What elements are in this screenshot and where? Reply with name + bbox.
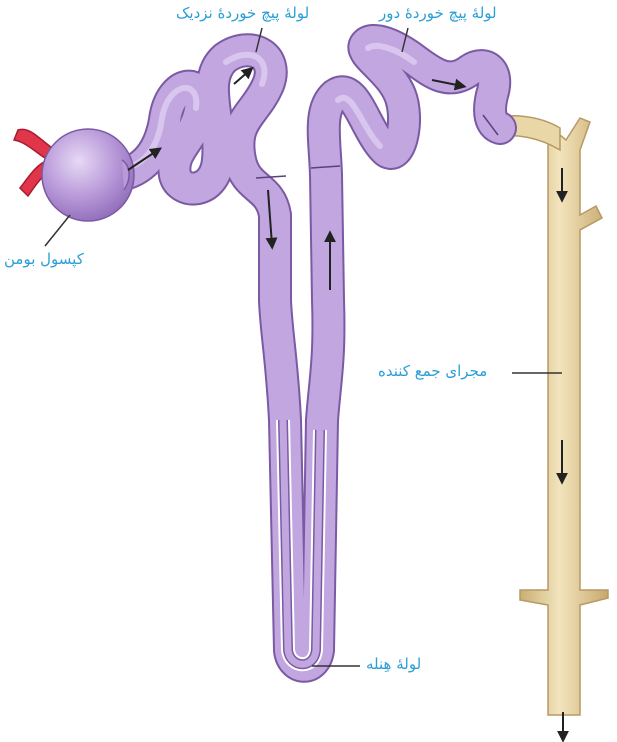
tubule-fill — [120, 41, 500, 666]
leader-bowman — [45, 215, 70, 246]
collecting-duct-body — [520, 118, 608, 715]
capsule-bulb — [42, 129, 134, 221]
bowman-capsule-label: کپسول بومن — [4, 250, 84, 268]
flow-arrows — [128, 70, 563, 738]
loop-of-henle-label: لولهٔ هِنله — [366, 655, 421, 673]
bowman-capsule — [14, 129, 134, 221]
collecting-duct-label: مجرای جمع کننده — [378, 362, 487, 380]
collecting-duct — [488, 116, 608, 715]
distal-tubule-label: لولهٔ پیچ خوردهٔ دور — [379, 4, 497, 22]
arrow-proximal-top — [234, 70, 250, 84]
proximal-tubule-label: لولهٔ پیچ خوردهٔ نزدیک — [176, 4, 309, 22]
nephron-tubules — [120, 41, 500, 666]
